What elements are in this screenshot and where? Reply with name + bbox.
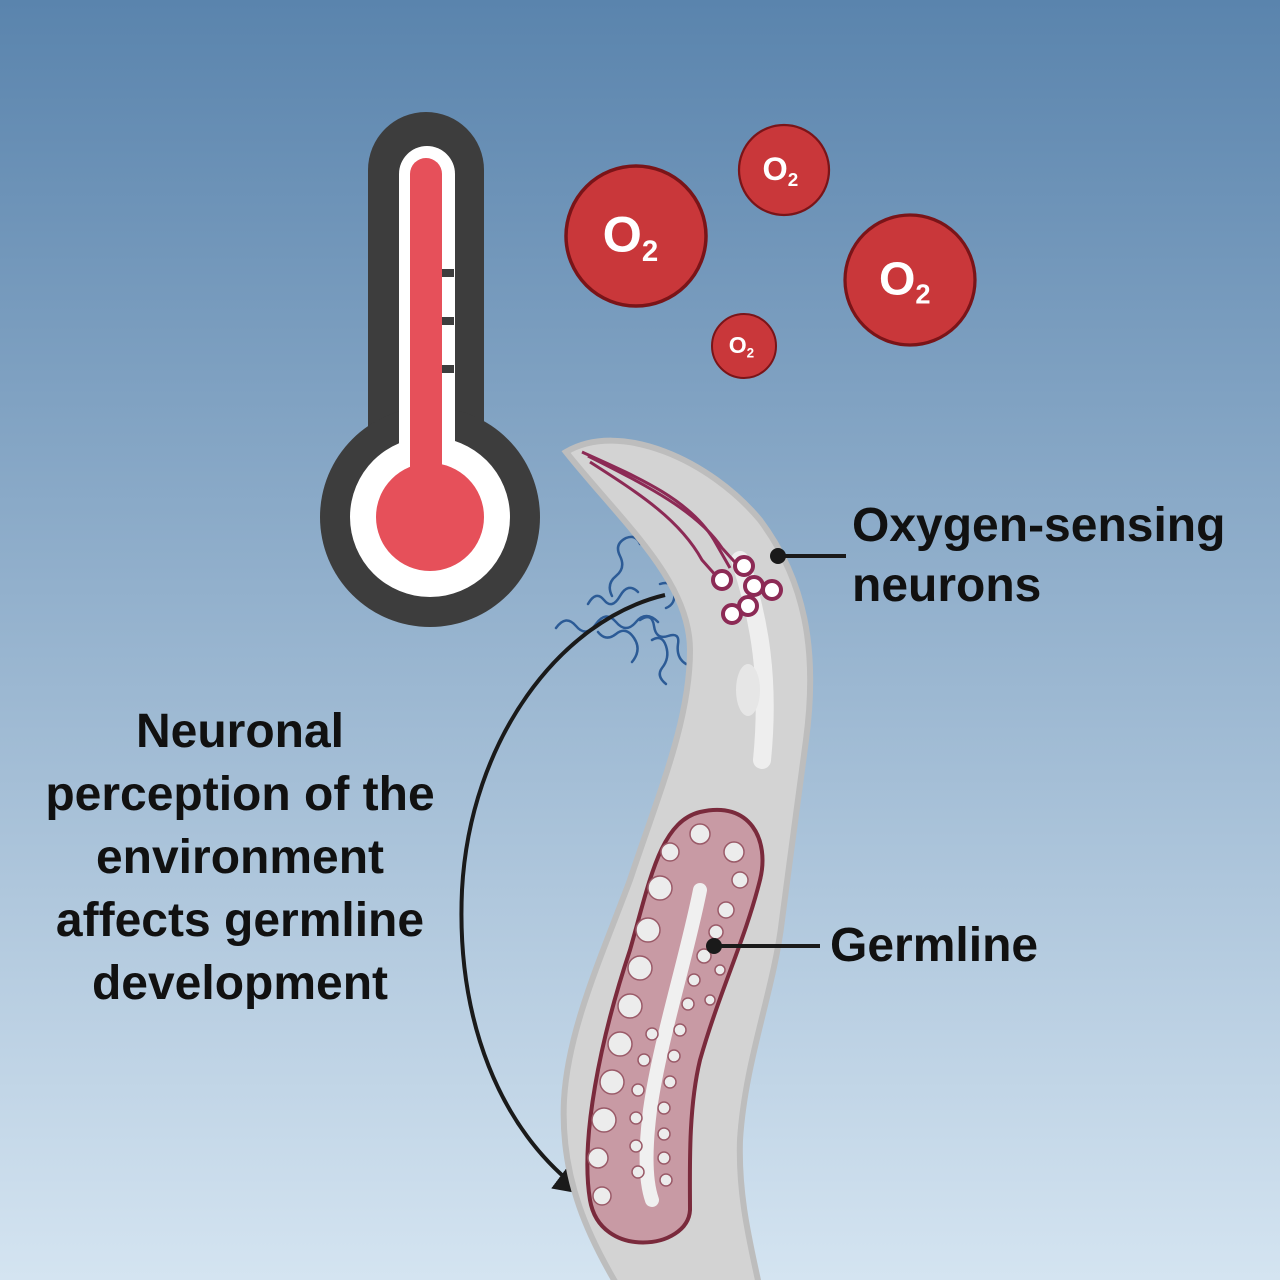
germ-cell (645, 1027, 659, 1041)
caption-text: Neuronal perception of the environment a… (0, 700, 480, 1015)
germ-cell (631, 1165, 645, 1179)
germ-cell (599, 1069, 625, 1095)
thermometer-icon (320, 112, 540, 627)
germ-cell (687, 973, 701, 987)
oxygen-neurons-label-line: Oxygen-sensing (852, 499, 1226, 552)
oxygen-symbol: O2 (603, 205, 659, 268)
caption-line: development (91, 957, 389, 1010)
caption-line: perception of the (45, 768, 435, 821)
germ-cell (629, 1111, 643, 1125)
germ-cell (717, 901, 735, 919)
germ-cell (607, 1031, 633, 1057)
germ-cell (660, 842, 680, 862)
germ-cell (681, 997, 695, 1011)
germ-cell (696, 948, 712, 964)
oxygen-molecule-icon: O2 (711, 313, 777, 379)
germ-cell (657, 1127, 671, 1141)
oxygen-molecule-icon: O2 (843, 213, 977, 347)
caption-line: Neuronal (135, 705, 345, 758)
germline-label: Germline (830, 919, 1039, 972)
germ-cell (629, 1139, 643, 1153)
germline-structure (585, 808, 765, 1245)
germ-cell (647, 875, 673, 901)
germ-cell (635, 917, 661, 943)
germ-cell (617, 993, 643, 1019)
germ-cell (667, 1049, 681, 1063)
caption-line: affects germline (55, 894, 425, 947)
germ-cell (657, 1151, 671, 1165)
germ-cell (673, 1023, 687, 1037)
worm-icon (560, 437, 814, 1285)
germ-cell (663, 1075, 677, 1089)
neuron-cells (711, 555, 783, 625)
germ-cell (689, 823, 711, 845)
germ-cell (708, 924, 724, 940)
oxygen-molecule-icon: O2 (564, 164, 708, 308)
germ-cell (592, 1186, 612, 1206)
caption-line: environment (95, 831, 385, 884)
germ-cell (591, 1107, 617, 1133)
germ-cell (627, 955, 653, 981)
germ-cell (731, 871, 749, 889)
germ-cell (659, 1173, 673, 1187)
oxygen-neurons-label-line: neurons (852, 559, 1042, 612)
germ-cell (657, 1101, 671, 1115)
germ-cell (714, 964, 726, 976)
germ-cell (704, 994, 716, 1006)
germ-cell (587, 1147, 609, 1169)
oxygen-neurons-label: Oxygen-sensing neurons (852, 496, 1225, 616)
germ-cell (723, 841, 745, 863)
curved-arrow-icon (459, 593, 666, 1195)
rna-strand-icon (554, 535, 688, 686)
oxygen-molecule-icon: O2 (737, 123, 831, 217)
germ-cell (631, 1083, 645, 1097)
germ-cell (637, 1053, 651, 1067)
